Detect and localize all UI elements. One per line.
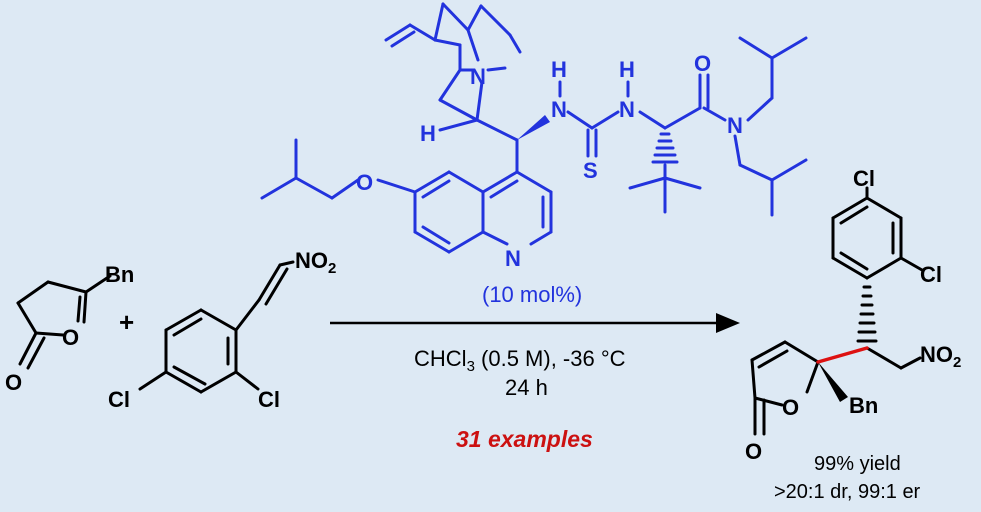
catalyst-amide-n: N	[727, 113, 743, 138]
catalyst-nh-right-n: N	[619, 97, 635, 122]
product-carbonyl-o: O	[745, 439, 762, 464]
reactant-a-bn-label: Bn	[105, 262, 134, 287]
product-cl-ortho: Cl	[920, 262, 942, 287]
catalyst-quinoline-n: N	[505, 246, 521, 271]
catalyst-quinuclidine-n: N	[470, 64, 486, 89]
reaction-arrow	[330, 313, 740, 333]
product-structure	[750, 186, 924, 436]
catalyst-ether-o: O	[356, 170, 373, 195]
product-cl-para: Cl	[853, 166, 875, 191]
result-yield: 99% yield	[814, 453, 901, 475]
reactant-butenolide	[16, 274, 112, 370]
product-nitro: NO2	[920, 342, 961, 371]
catalyst-thio-s: S	[583, 158, 598, 183]
product-bn: Bn	[849, 393, 878, 418]
product-ring-o: O	[782, 395, 799, 420]
catalyst-stereo-h: H	[420, 121, 436, 146]
catalyst-nh-right-h: H	[619, 57, 635, 82]
reactant-a-carbonyl-o-label: O	[5, 370, 22, 395]
catalyst-structure	[260, 2, 808, 254]
catalyst-amide-o: O	[694, 51, 711, 76]
catalyst-nh-left-h: H	[551, 57, 567, 82]
reactant-a-ring-o-label: O	[62, 325, 79, 350]
catalyst-loading: (10 mol%)	[482, 282, 582, 307]
examples-label: 31 examples	[456, 426, 593, 452]
conditions-solvent: CHCl3 (0.5 M), -36 °C	[414, 346, 626, 375]
reactant-b-cl-para-label: Cl	[108, 387, 130, 412]
conditions-time: 24 h	[505, 375, 548, 400]
plus-sign: +	[119, 307, 134, 337]
product-new-bond	[816, 346, 869, 364]
reactant-b-cl-ortho-label: Cl	[258, 387, 280, 412]
catalyst-atom-labels: N H O N H N H N S O N	[356, 51, 743, 271]
reactant-b-nitro-label: NO2	[295, 248, 336, 277]
product-atom-labels: Cl Cl NO2 O O Bn	[745, 166, 961, 464]
reactant-nitrostyrene	[138, 260, 295, 394]
result-selectivity: >20:1 dr, 99:1 er	[774, 481, 921, 503]
catalyst-nh-left-n: N	[551, 97, 567, 122]
